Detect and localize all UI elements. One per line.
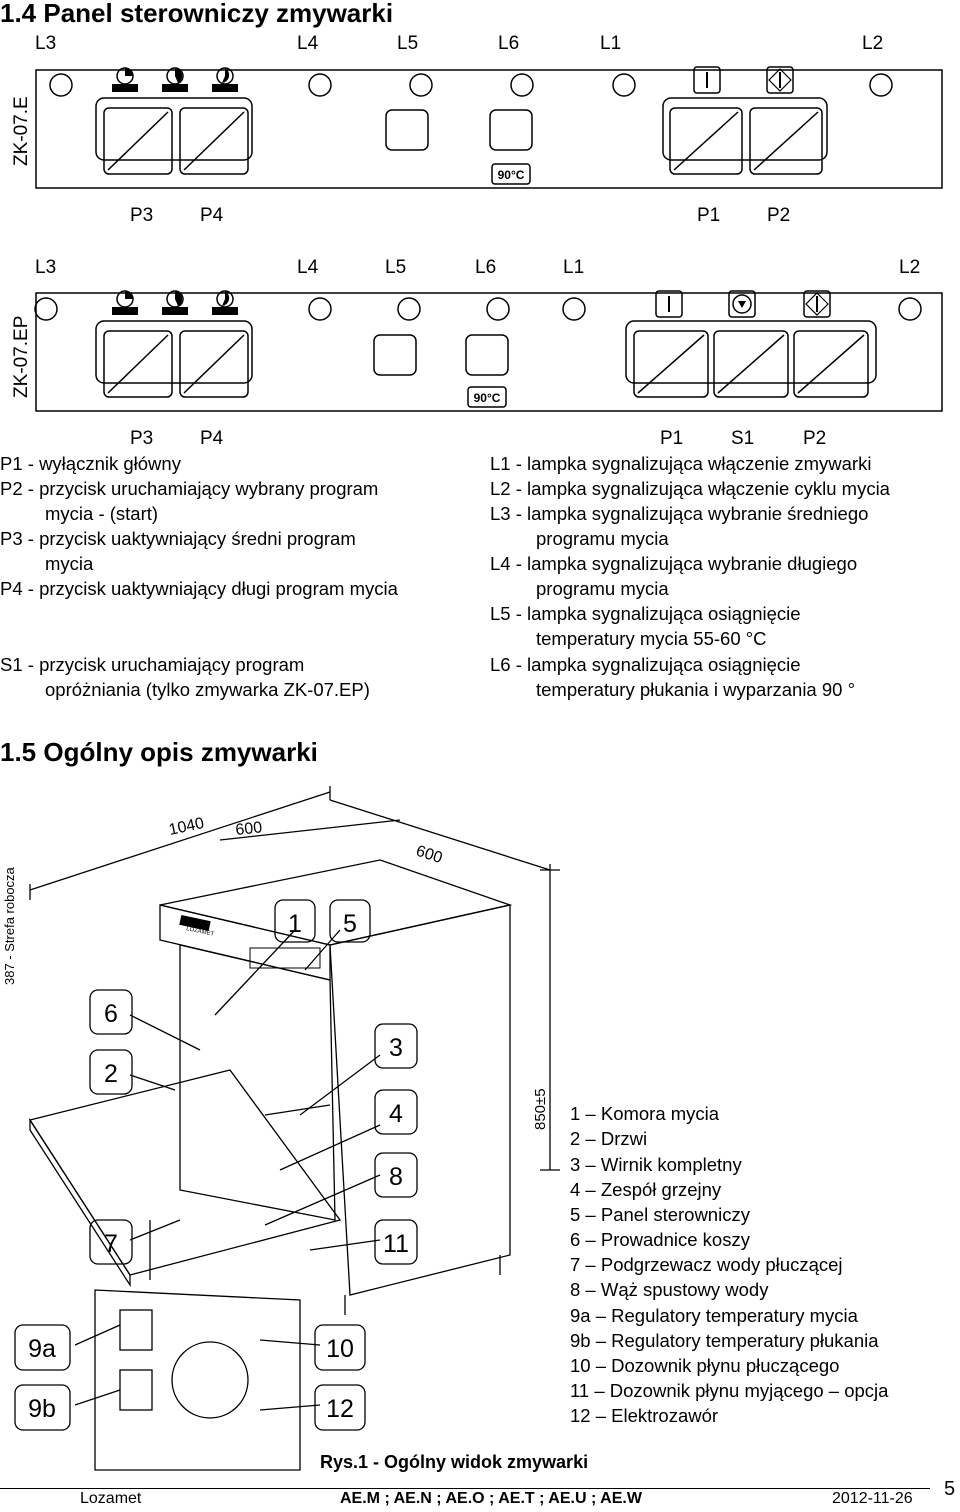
lamp-label: L3: [35, 257, 57, 278]
legend-item: L6 - lampka sygnalizująca osiągnięcie: [490, 654, 801, 675]
legend-item: mycia - (start): [45, 503, 159, 524]
section-title-1-4: 1.4 Panel sterowniczy zmywarki: [0, 0, 394, 28]
lamp-label: L2: [862, 33, 884, 54]
dimension-label: 600: [235, 819, 263, 839]
callout-number: 10: [326, 1335, 354, 1363]
legend-item: P1 - wyłącznik główny: [0, 453, 181, 474]
legend-item: P4 - przycisk uaktywniający długi progra…: [0, 578, 398, 599]
callout-number: 4: [389, 1100, 403, 1128]
part-item: 2 – Drzwi: [570, 1128, 648, 1149]
legend-item: P2 - przycisk uruchamiający wybrany prog…: [0, 478, 379, 499]
part-item: 11 – Dozownik płynu myjącego – opcja: [570, 1380, 889, 1401]
zone-label: 387 - Strefa robocza: [2, 866, 17, 985]
callout-number: 1: [288, 910, 302, 938]
legend-item: mycia: [45, 553, 94, 574]
footer-company: Lozamet: [80, 1490, 142, 1507]
part-item: 3 – Wirnik kompletny: [570, 1154, 742, 1175]
callout-number: 5: [343, 910, 357, 938]
lamp-label: L1: [563, 257, 585, 278]
dishwasher-drawing: 1040 600 600 850±5 387 - Strefa robocza …: [2, 786, 560, 1471]
footer-rule: [0, 1488, 930, 1489]
button-label: P2: [767, 205, 791, 226]
callout-number: 2: [104, 1060, 118, 1088]
legend-item: L4 - lampka sygnalizująca wybranie długi…: [490, 553, 858, 574]
legend-item: L1 - lampka sygnalizująca włączenie zmyw…: [490, 453, 872, 474]
lamp-label: L3: [35, 33, 57, 54]
panel-e-drawing: 90°C: [35, 66, 943, 189]
part-item: 10 – Dozownik płynu płuczącego: [570, 1355, 840, 1376]
lamp-label: L4: [297, 33, 319, 54]
part-item: 4 – Zespół grzejny: [570, 1179, 722, 1200]
dimension-label: 1040: [167, 815, 205, 839]
callout-number: 3: [389, 1034, 403, 1062]
part-item: 1 – Komora mycia: [570, 1103, 720, 1124]
lamp-label: L6: [475, 257, 497, 278]
lamp-label: L1: [600, 33, 622, 54]
button-label: S1: [731, 428, 755, 449]
lamp-label: L5: [397, 33, 419, 54]
legend-item: programu mycia: [536, 528, 669, 549]
callout-number: 8: [389, 1163, 403, 1191]
temp-badge: 90°C: [498, 168, 525, 182]
part-item: 8 – Wąż spustowy wody: [570, 1279, 769, 1300]
temp-badge: 90°C: [474, 391, 501, 405]
part-item: 5 – Panel sterowniczy: [570, 1204, 750, 1225]
callout-number: 6: [104, 1000, 118, 1028]
panel-ep-drawing: 90°C: [34, 290, 943, 412]
dimension-label: 600: [414, 843, 445, 867]
section-title-1-5: 1.5 Ogólny opis zmywarki: [0, 737, 318, 767]
part-item: 9a – Regulatory temperatury mycia: [570, 1305, 858, 1326]
footer-date: 2012-11-26: [832, 1490, 913, 1507]
part-item: 9b – Regulatory temperatury płukania: [570, 1330, 879, 1351]
legend-item: P3 - przycisk uaktywniający średni progr…: [0, 528, 356, 549]
legend-item: L5 - lampka sygnalizująca osiągnięcie: [490, 603, 801, 624]
button-label: P1: [697, 205, 721, 226]
legend-item: temperatury mycia 55-60 °C: [536, 628, 767, 649]
button-label: P4: [200, 428, 224, 449]
footer-models: AE.M ; AE.N ; AE.O ; AE.T ; AE.U ; AE.W: [340, 1490, 642, 1507]
part-item: 12 – Elektrozawór: [570, 1405, 719, 1426]
dimension-label: 850±5: [532, 1088, 549, 1130]
callout-number: 9b: [28, 1395, 56, 1423]
callout-number: 9a: [28, 1335, 56, 1363]
part-item: 6 – Prowadnice koszy: [570, 1229, 750, 1250]
part-item: 7 – Podgrzewacz wody płuczącej: [570, 1254, 843, 1275]
lamp-label: L6: [498, 33, 520, 54]
callout-number: 11: [383, 1230, 409, 1258]
legend-item: programu mycia: [536, 578, 669, 599]
lamp-label: L4: [297, 257, 319, 278]
button-label: P2: [803, 428, 827, 449]
legend-item: temperatury płukania i wyparzania 90 °: [536, 679, 855, 700]
button-label: P4: [200, 205, 224, 226]
brand-logo: LOZAMET: [186, 926, 215, 938]
button-label: P1: [660, 428, 684, 449]
legend-item: L2 - lampka sygnalizująca włączenie cykl…: [490, 478, 890, 499]
button-label: P3: [130, 205, 154, 226]
callout-number: 12: [326, 1395, 354, 1423]
legend-item: S1 - przycisk uruchamiający program: [0, 654, 305, 675]
button-label: P3: [130, 428, 154, 449]
page-number: 5: [944, 1478, 956, 1500]
figure-caption: Rys.1 - Ogólny widok zmywarki: [320, 1452, 589, 1472]
callout-number: 7: [104, 1230, 118, 1258]
legend-item: opróżniania (tylko zmywarka ZK-07.EP): [45, 679, 370, 700]
lamp-label: L2: [899, 257, 921, 278]
lamp-label: L5: [385, 257, 407, 278]
legend-item: L3 - lampka sygnalizująca wybranie średn…: [490, 503, 869, 524]
